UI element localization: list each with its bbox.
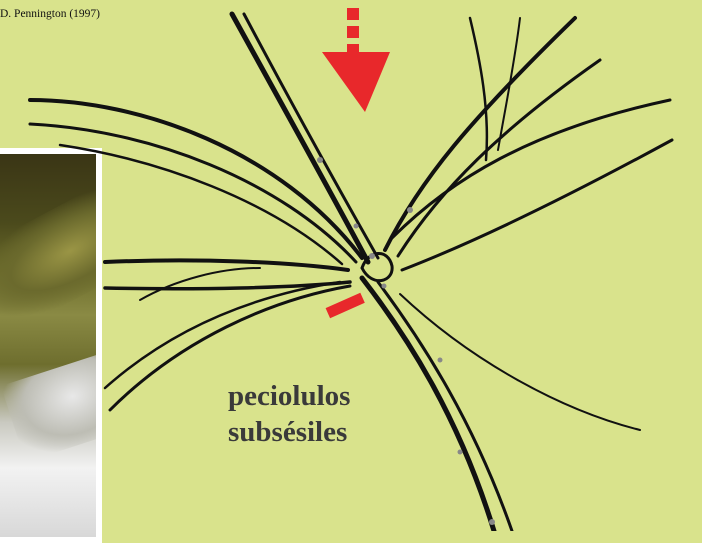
leaf-diagram (0, 0, 702, 531)
label-peciolulos: peciolulos (228, 380, 350, 413)
rachis-lower (362, 278, 494, 531)
leaflet-lower-right (400, 294, 640, 430)
leaflet-lower-left-c (140, 268, 260, 300)
arrow-down-icon (322, 8, 390, 112)
leaflet-upper-left-c (60, 145, 342, 264)
label-subsesiles: subsésiles (228, 416, 347, 449)
leaflet-upper-right-a (385, 18, 575, 250)
leaflet-top-edge-a (470, 18, 487, 160)
leaflet-upper-left-b (30, 124, 356, 262)
marker-dash (326, 293, 365, 319)
leaflet-left-a (105, 260, 348, 270)
